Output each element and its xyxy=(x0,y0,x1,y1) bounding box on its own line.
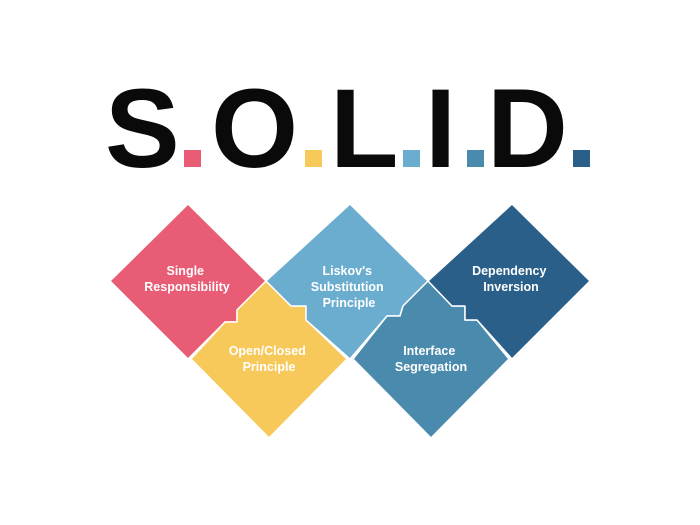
tile-label-liskov-substitution: Liskov's Substitution Principle xyxy=(311,264,387,310)
tile-label-line: Segregation xyxy=(395,360,467,374)
title-group: S O L I D xyxy=(105,66,590,191)
tile-label-line: Principle xyxy=(323,296,376,310)
title-dot-5 xyxy=(573,150,590,167)
title-letter-d: D xyxy=(487,66,568,191)
tile-label-line: Dependency xyxy=(472,264,546,278)
tile-label-dependency-inversion: Dependency Inversion xyxy=(472,264,550,294)
tile-label-open-closed: Open/Closed Principle xyxy=(229,344,310,374)
title-dot-1 xyxy=(184,150,201,167)
title-letter-o: O xyxy=(211,66,298,191)
tile-label-line: Inversion xyxy=(483,280,539,294)
tile-label-line: Interface xyxy=(403,344,455,358)
tile-label-interface-segregation: Interface Segregation xyxy=(395,344,467,374)
tile-dependency-inversion: Dependency Inversion xyxy=(427,203,591,360)
title-dot-2 xyxy=(305,150,322,167)
tile-label-single-responsibility: Single Responsibility xyxy=(144,264,229,294)
title-letter-i: I xyxy=(425,66,456,191)
title-letter-l: L xyxy=(330,66,398,191)
tile-label-line: Open/Closed xyxy=(229,344,306,358)
tile-liskov-substitution: Liskov's Substitution Principle xyxy=(265,203,429,360)
title-dot-4 xyxy=(467,150,484,167)
tile-label-line: Substitution xyxy=(311,280,384,294)
title-dot-3 xyxy=(403,150,420,167)
title-letter-s: S xyxy=(105,66,180,191)
tile-label-line: Single xyxy=(167,264,205,278)
tile-label-line: Principle xyxy=(243,360,296,374)
tile-label-line: Responsibility xyxy=(144,280,229,294)
tile-label-line: Liskov's xyxy=(322,264,372,278)
tile-single-responsibility: Single Responsibility xyxy=(109,203,267,360)
